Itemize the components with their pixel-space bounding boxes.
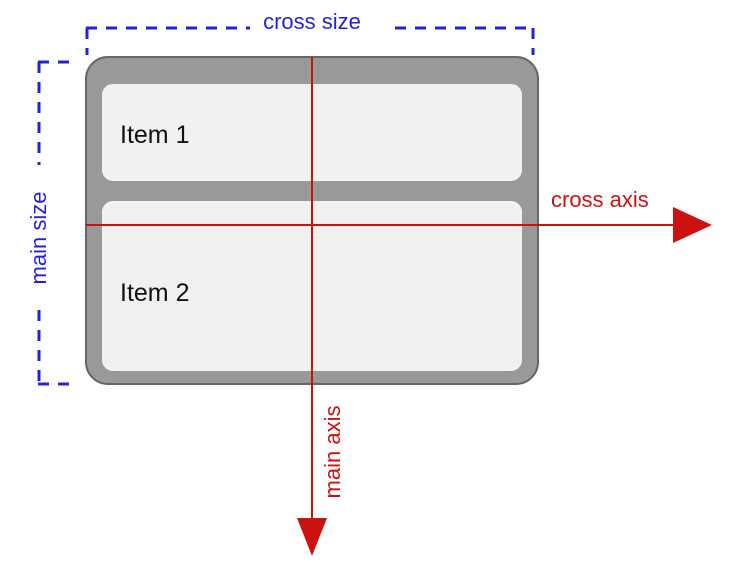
main-size-measure: main size (26, 60, 70, 386)
cross-axis-arrowhead-icon (673, 207, 712, 243)
main-axis: main axis (297, 57, 345, 556)
main-axis-arrowhead-icon (297, 518, 327, 556)
cross-axis: cross axis (86, 187, 712, 243)
flex-item-1-label: Item 1 (120, 121, 189, 149)
cross-size-label: cross size (263, 9, 361, 34)
main-size-label: main size (26, 192, 51, 285)
main-axis-label: main axis (320, 406, 345, 499)
cross-size-measure: cross size (85, 9, 535, 55)
cross-axis-label: cross axis (551, 187, 649, 212)
flex-item-2-label: Item 2 (120, 279, 189, 307)
